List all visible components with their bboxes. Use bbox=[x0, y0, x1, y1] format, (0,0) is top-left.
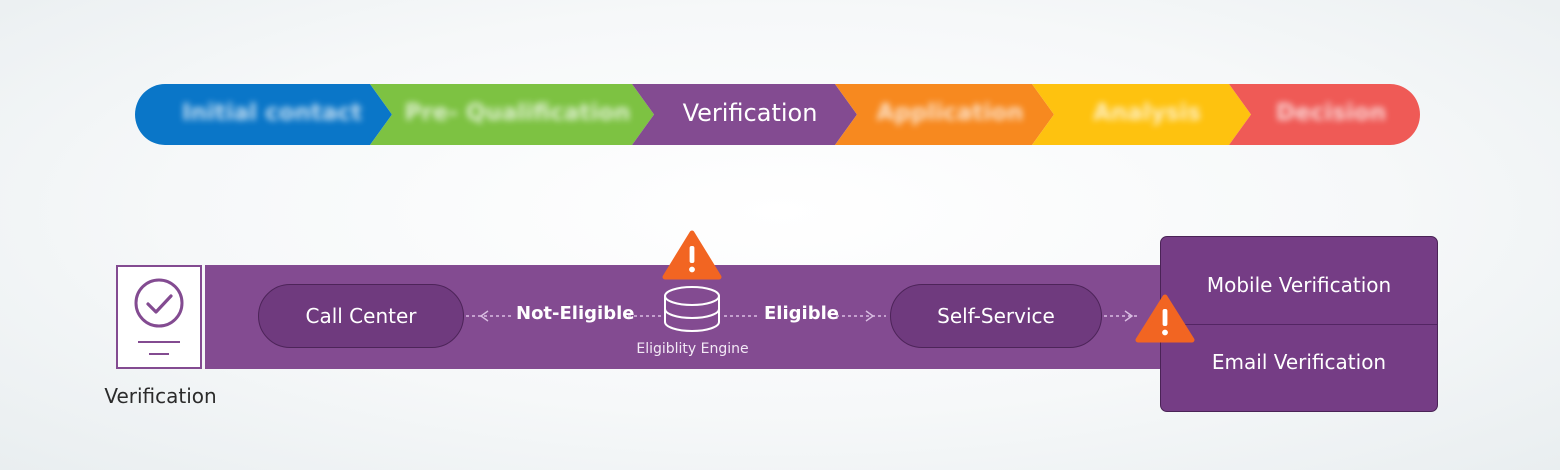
process-stage-shapes bbox=[135, 84, 1420, 145]
stage-initial-contact-label: Initial contact bbox=[181, 100, 363, 126]
stage-application-label: Application bbox=[876, 100, 1024, 126]
verification-channels-box: Mobile Verification Email Verification bbox=[1160, 236, 1438, 412]
stage-pre-qualification-label: Pre- Qualification bbox=[404, 100, 631, 126]
stage-verification-label: Verification bbox=[682, 99, 818, 127]
stage-pre-qualification-shape[interactable] bbox=[370, 84, 654, 145]
stage-verification-shape[interactable] bbox=[632, 84, 857, 145]
process-stage-bar: Initial contact Pre- Qualification Verif… bbox=[135, 84, 1420, 145]
mobile-verification-item[interactable]: Mobile Verification bbox=[1161, 237, 1437, 325]
email-verification-item[interactable]: Email Verification bbox=[1211, 350, 1387, 374]
call-center-node[interactable]: Call Center bbox=[258, 284, 464, 348]
document-check-icon bbox=[134, 278, 184, 355]
eligibility-engine-caption: Eligiblity Engine bbox=[636, 341, 749, 357]
verification-section-label: Verification bbox=[104, 384, 217, 408]
stage-decision-label: Decision bbox=[1276, 100, 1386, 126]
verification-document-box bbox=[116, 265, 202, 369]
eligible-label: Eligible bbox=[764, 303, 839, 324]
stage-decision-shape[interactable] bbox=[1229, 84, 1420, 145]
stage-initial-contact-shape[interactable] bbox=[135, 84, 392, 145]
self-service-node[interactable]: Self-Service bbox=[890, 284, 1102, 348]
stage-analysis-label: Analysis bbox=[1093, 100, 1201, 126]
not-eligible-label: Not-Eligible bbox=[516, 303, 635, 324]
stage-analysis-shape[interactable] bbox=[1032, 84, 1251, 145]
stage-application-shape[interactable] bbox=[835, 84, 1054, 145]
